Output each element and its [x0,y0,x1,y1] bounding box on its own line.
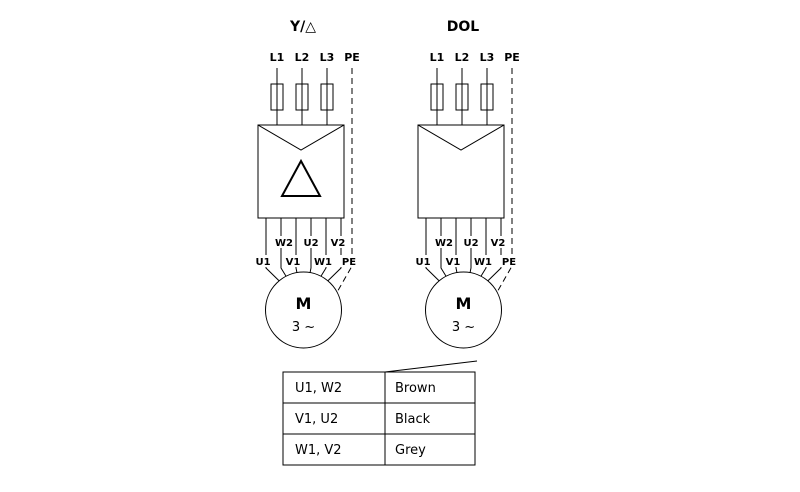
table-cell-color: Black [395,412,431,427]
terminal-label-v2: V2 [331,238,346,249]
terminal-label-w2: W2 [435,238,453,249]
motor-label: M [456,294,472,313]
table-border [282,371,476,466]
label-halo [472,255,494,267]
terminal-label-pe: PE [342,257,356,268]
table-cell-color: Brown [395,381,436,396]
label-halo [327,236,349,248]
diagram-dol: W2 U2 V2 U1 V1 W1 PE M 3 ~ DOL L1 L2 L3 … [412,19,520,349]
pe-line [335,68,353,295]
motor-type-label: 3 ~ [292,320,315,335]
table-cell-terminals: U1, W2 [295,381,342,396]
contactor-box [257,124,345,219]
label-halo [412,255,434,267]
motor-circle [265,271,342,349]
contactor-box [417,124,505,219]
motor-circle [425,271,502,349]
terminal-label-u1: U1 [255,257,270,268]
diagram-title: Y/△ [289,19,316,35]
fuse-symbol [480,83,494,111]
phase-label-pe: PE [344,51,360,64]
motor-type-label: 3 ~ [452,320,475,335]
label-halo [487,236,509,248]
label-halo [433,236,455,248]
diagram-title: DOL [447,19,480,35]
table-cell-color: Grey [395,443,426,458]
label-halo [442,255,464,267]
wire-color-table: U1, W2 Brown V1, U2 Black W1, V2 Grey [282,360,478,466]
terminal-label-u2: U2 [303,238,318,249]
delta-symbol [280,158,322,197]
phase-label-l1: L1 [270,51,285,64]
pe-line [495,68,513,295]
label-halo [273,236,295,248]
fuse-symbol [320,83,334,111]
label-halo [300,236,322,248]
terminal-label-pe: PE [502,257,516,268]
table-diagonal [384,360,478,373]
fuse-symbol [295,83,309,111]
contactor-chevron [417,124,505,151]
fuse-symbol [455,83,469,111]
phase-label-pe: PE [504,51,520,64]
terminal-label-u2: U2 [463,238,478,249]
terminal-label-w2: W2 [275,238,293,249]
phase-label-l2: L2 [455,51,470,64]
label-halo [282,255,304,267]
motor-label: M [296,294,312,313]
label-halo [460,236,482,248]
label-halo [498,255,520,267]
contactor-chevron [257,124,345,151]
phase-label-l3: L3 [320,51,335,64]
phase-label-l3: L3 [480,51,495,64]
label-halo [252,255,274,267]
diagram-star-delta: W2 U2 V2 U1 V1 W1 PE M 3 ~ Y/△ L1 L2 L3 … [252,19,360,349]
table-cell-terminals: W1, V2 [295,443,342,458]
terminal-label-v1: V1 [286,257,301,268]
terminal-label-v2: V2 [491,238,506,249]
label-halo [338,255,360,267]
table-cell-terminals: V1, U2 [295,412,338,427]
terminal-label-u1: U1 [415,257,430,268]
terminal-label-w1: W1 [474,257,492,268]
terminal-label-w1: W1 [314,257,332,268]
fuse-symbol [270,83,284,111]
phase-label-l1: L1 [430,51,445,64]
label-halo [312,255,334,267]
phase-label-l2: L2 [295,51,310,64]
fuse-symbol [430,83,444,111]
terminal-label-v1: V1 [446,257,461,268]
